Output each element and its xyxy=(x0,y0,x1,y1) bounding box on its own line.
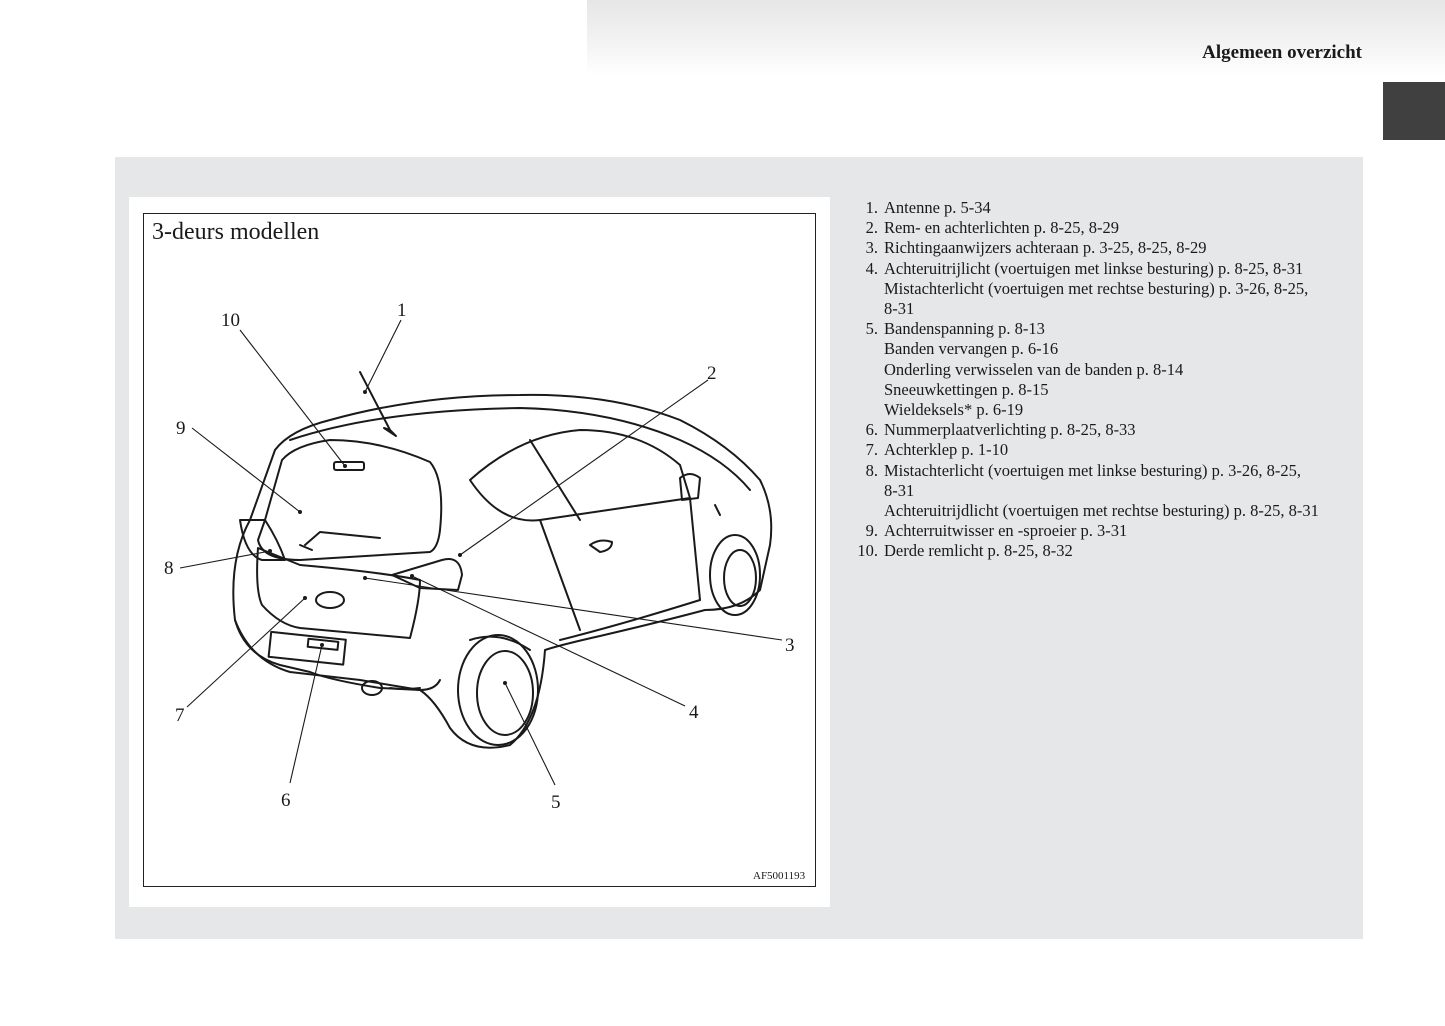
callout-10: 10 xyxy=(221,310,240,331)
callout-6: 6 xyxy=(281,790,291,811)
legend-item: 10.Derde remlicht p. 8-25, 8-32 xyxy=(857,541,1073,561)
legend-item: 7.Achterklep p. 1-10 xyxy=(865,440,1009,460)
rear-wheel xyxy=(457,634,539,746)
figure-code: AF5001193 xyxy=(753,870,806,882)
figure-box xyxy=(129,197,830,907)
legend-item: 2.Rem- en achterlichten p. 8-25, 8-29 xyxy=(865,218,1120,238)
legend-item: 3.Richtingaanwijzers achteraan p. 3-25, … xyxy=(865,238,1207,258)
antenna xyxy=(359,371,391,431)
rear-window xyxy=(257,439,443,561)
legend-item: 9.Achterruitwisser en -sproeier p. 3-31 xyxy=(865,521,1128,541)
section-title: Algemeen overzicht xyxy=(1202,42,1362,63)
header-band xyxy=(587,0,1445,76)
car-body-outline xyxy=(232,393,773,749)
figure-frame xyxy=(143,213,816,887)
front-wheel xyxy=(709,534,761,616)
tailgate xyxy=(256,547,421,639)
legend-item: 6.Nummerplaatverlichting p. 8-25, 8-33 xyxy=(865,420,1136,440)
callout-5: 5 xyxy=(551,792,561,813)
section-tab-marker xyxy=(1383,82,1445,140)
legend-item: 8.Mistachterlicht (voertuigen met linkse… xyxy=(865,460,1319,521)
callout-2: 2 xyxy=(707,363,717,384)
callout-4: 4 xyxy=(689,702,699,723)
legend-item: 1.Antenne p. 5-34 xyxy=(865,198,991,217)
legend-list: 1.Antenne p. 5-34 2.Rem- en achterlichte… xyxy=(850,198,1360,562)
callout-7: 7 xyxy=(175,705,185,726)
callout-1: 1 xyxy=(397,300,407,321)
figure-title: 3-deurs modellen xyxy=(152,219,320,245)
legend-item: 4.Achteruitrijlicht (voertuigen met link… xyxy=(865,258,1309,319)
callout-9: 9 xyxy=(176,418,186,439)
callout-3: 3 xyxy=(785,635,795,656)
callout-8: 8 xyxy=(164,558,174,579)
